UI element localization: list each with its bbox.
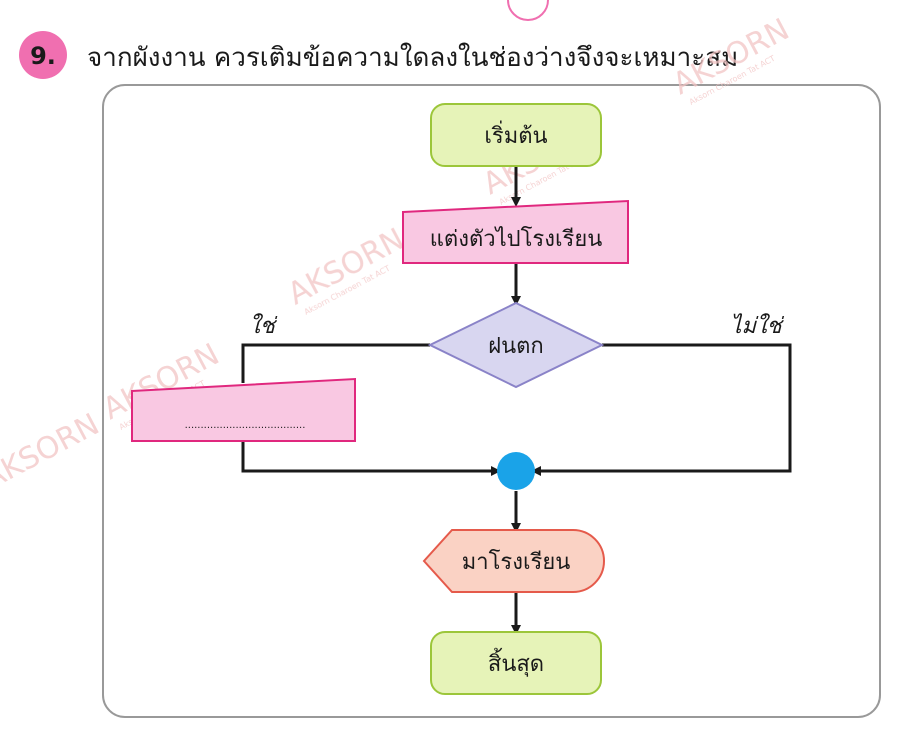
yes-branch-return-line: [241, 441, 501, 476]
blank-answer-placeholder: ......................................: [185, 420, 306, 431]
aksorn-watermark-logo: AKSORN: [0, 407, 105, 497]
diagram-frame: [102, 84, 881, 718]
flow-lines: [241, 166, 792, 635]
yes-branch-label: ใช่: [249, 313, 278, 339]
no-branch-label: ไม่ใช่: [730, 313, 784, 339]
decision-label: ฝนตก: [488, 334, 544, 359]
question-number-badge: [19, 31, 67, 79]
yes-branch-line: [241, 343, 430, 383]
no-branch-line: [531, 343, 792, 476]
blank-answer-shape: [131, 377, 356, 442]
display-label: มาโรงเรียน: [462, 549, 571, 575]
start-terminal-label: เริ่มต้น: [484, 120, 547, 149]
question-text: จากผังงาน ควรเติมข้อความใดลงในช่องว่างจึ…: [87, 43, 738, 73]
question-number: 9.: [30, 42, 56, 70]
merge-connector: [497, 452, 535, 490]
manual-input-label: แต่งตัวไปโรงเรียน: [430, 226, 603, 252]
start-terminal: [430, 103, 602, 167]
decision-diamond: [427, 301, 605, 389]
page-marker-arc: [507, 0, 549, 21]
manual-input-shape: [402, 199, 629, 264]
display-shape: [422, 529, 605, 593]
end-terminal-label: สิ้นสุด: [488, 648, 544, 677]
end-terminal: [430, 631, 602, 695]
